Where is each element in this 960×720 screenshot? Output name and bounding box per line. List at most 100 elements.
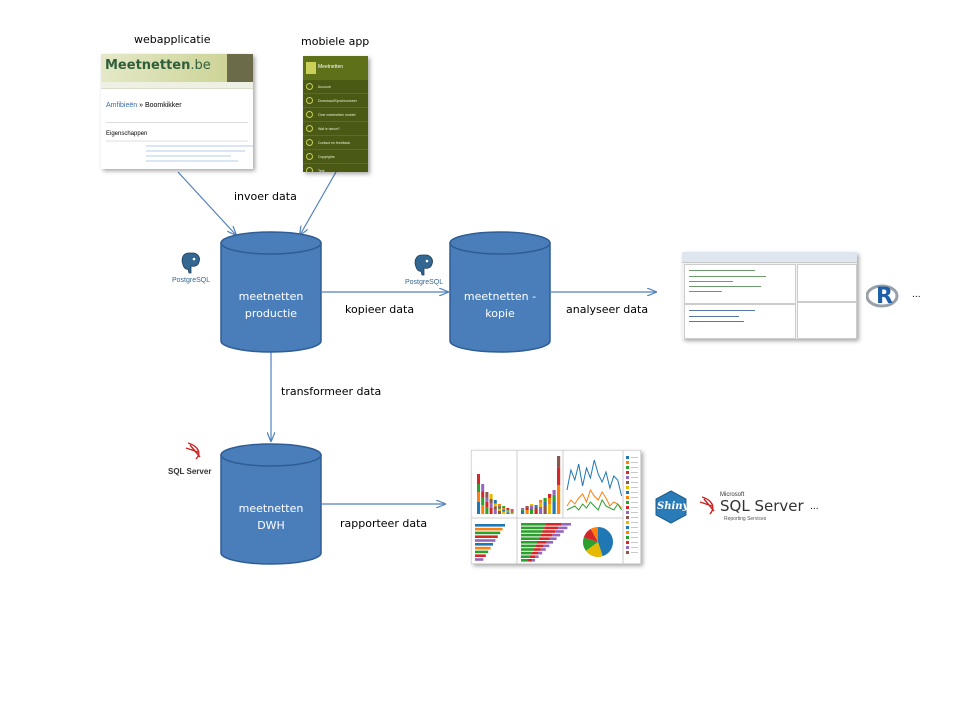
dashboard-hbar: [475, 550, 489, 554]
dashboard-legend-swatch: [626, 501, 629, 504]
label-rapporteer-data: rapporteer data: [340, 517, 428, 530]
dashboard-bar: [510, 512, 514, 514]
dashboard-hbar: [528, 559, 533, 562]
ellipsis-r: ...: [912, 290, 921, 300]
mobile-menu-item: Download/Synchroniseer: [303, 94, 368, 108]
dashboard-bar: [530, 504, 534, 506]
dashboard-legend-swatch: [626, 516, 629, 519]
db-productie-label: meetnetten productie: [238, 290, 304, 320]
dashboard-legend-swatch: [626, 476, 629, 479]
dashboard-hbar: [475, 524, 505, 527]
mobile-menu-item: Account: [303, 80, 368, 94]
db-kopie-label: meetnetten - kopie: [463, 290, 537, 320]
dashboard-hbar: [475, 546, 491, 550]
menu-item-label: Contact en feedback: [318, 140, 351, 145]
dashboard-hbar: [552, 533, 561, 537]
menu-item-icon: [306, 97, 313, 104]
cylinder-dwh: [220, 443, 322, 565]
ellipsis-sql: ...: [810, 502, 819, 512]
dashboard-bar: [539, 500, 543, 503]
dashboard-legend-swatch: [626, 531, 629, 534]
arrow-mobile-to-productie: [300, 171, 337, 235]
sqlserver-icon: [699, 496, 715, 515]
dashboard-bar: [510, 510, 514, 512]
dashboard-bar: [557, 485, 561, 514]
dashboard-pie-slice: [583, 537, 598, 551]
arrow-webapp-to-productie: [177, 171, 236, 235]
dashboard-bar: [502, 508, 506, 510]
dashboard-bar: [525, 506, 529, 508]
dashboard-pie-slice: [585, 542, 603, 557]
dashboard-bar: [489, 494, 493, 499]
dashboard-legend-swatch: [626, 541, 629, 544]
dashboard-bar: [477, 484, 480, 492]
dashboard-bar: [530, 506, 534, 509]
dashboard-bar: [493, 500, 497, 504]
dashboard-bar: [510, 511, 514, 513]
dashboard-bar: [485, 501, 489, 508]
dashboard-hbar: [531, 551, 538, 555]
dashboard-bar: [510, 509, 514, 511]
rstudio-screenshot: [682, 252, 857, 339]
dashboard-bar: [481, 505, 485, 514]
dashboard-bar: [534, 509, 538, 514]
webapp-screenshot: Meetnetten.be Amfibieën » Boomkikker Eig…: [101, 54, 253, 169]
dashboard-screenshot: [471, 450, 641, 564]
menu-item-icon: [306, 125, 313, 132]
dashboard-hbar: [475, 527, 503, 531]
dashboard-hbar: [521, 541, 537, 544]
dashboard-hbar: [535, 544, 544, 548]
dashboard-legend-swatch: [626, 481, 629, 484]
dashboard-legend-swatch: [626, 546, 629, 549]
dashboard-bar: [534, 506, 538, 510]
dashboard-bar: [506, 509, 510, 511]
dashboard-bar: [489, 508, 493, 514]
dashboard-bar: [506, 508, 510, 510]
dashboard-bar: [534, 505, 538, 507]
dashboard-hbar: [475, 554, 486, 557]
dashboard-legend-swatch: [626, 506, 629, 509]
dashboard-hbar: [521, 537, 539, 540]
elephant-icon: [414, 254, 433, 276]
dashboard-bar: [506, 510, 510, 513]
r-icon: [865, 284, 899, 308]
dashboard-bar: [539, 507, 543, 514]
dashboard-legend-swatch: [626, 471, 629, 474]
dashboard-bar: [493, 503, 497, 507]
menu-item-icon: [306, 83, 313, 90]
dashboard-hbar: [549, 537, 557, 540]
dashboard-hbar: [521, 548, 534, 551]
dashboard-hbar: [521, 559, 528, 562]
sqlserver-reporting-logo: Microsoft SQL Server Reporting Services: [698, 492, 808, 526]
dashboard-hbar: [538, 537, 550, 540]
dashboard-hbar: [475, 531, 501, 535]
dashboard-hbar: [546, 523, 561, 526]
dashboard-hbar: [521, 530, 543, 533]
webapp-banner: Meetnetten.be: [101, 54, 253, 82]
dashboard-bar: [521, 511, 525, 514]
dashboard-bar: [502, 506, 506, 508]
dashboard-bar: [548, 494, 552, 498]
dashboard-legend-swatch: [626, 521, 629, 524]
elephant-icon: [181, 252, 200, 274]
sqlserver-icon: [185, 442, 201, 460]
dashboard-legend-swatch: [626, 536, 629, 539]
dashboard-pie-slice: [590, 527, 598, 542]
r-logo: R: [865, 282, 900, 312]
dashboard-pie-slice: [598, 527, 613, 557]
dashboard-bar: [477, 492, 480, 502]
dashboard-bar: [502, 509, 506, 512]
dashboard-bar: [481, 497, 485, 505]
menu-item-label: Over meetnetten mobiel: [318, 112, 356, 117]
dashboard-bar: [543, 498, 547, 502]
dashboard-hbar: [535, 555, 539, 558]
dashboard-legend-swatch: [626, 466, 629, 469]
dashboard-bar: [548, 498, 552, 504]
db-dwh-label: meetnetten DWH: [238, 502, 304, 532]
dashboard-bar: [485, 492, 489, 498]
dashboard-hbar: [529, 555, 536, 558]
menu-item-icon: [306, 111, 313, 118]
dashboard-bar: [481, 491, 485, 498]
dashboard-bar: [502, 511, 506, 514]
